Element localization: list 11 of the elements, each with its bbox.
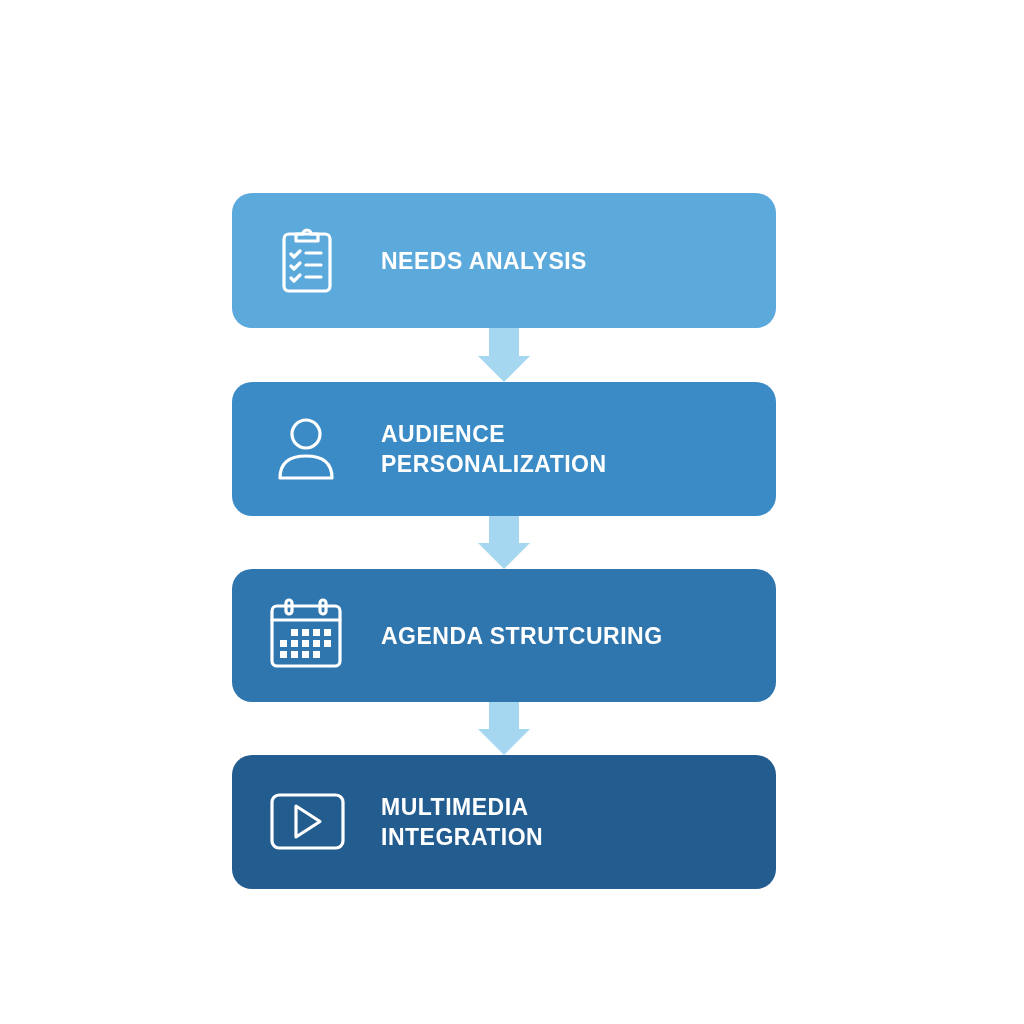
block-arrow (478, 702, 530, 755)
process-box (232, 193, 776, 328)
block-arrow (478, 328, 530, 382)
process-box (232, 382, 776, 516)
step-label: MULTIMEDIA INTEGRATION (381, 793, 545, 852)
step-label: AUDIENCE PERSONALIZATION (381, 420, 608, 479)
step-label: NEEDS ANALYSIS (381, 246, 587, 276)
step-label: AGENDA STRUTCURING (381, 621, 663, 651)
process-box (232, 755, 776, 889)
block-arrow (478, 516, 530, 569)
process-box (232, 569, 776, 702)
